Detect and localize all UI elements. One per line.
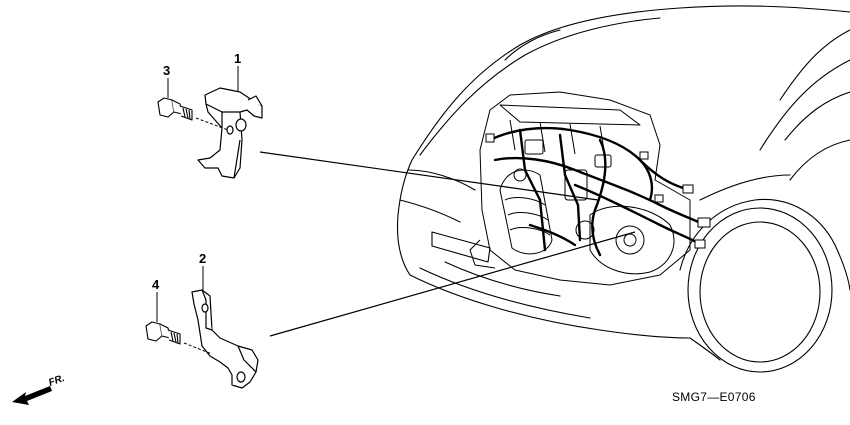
- car-front-outline: [396, 5, 850, 373]
- callout-1: 1: [234, 51, 241, 66]
- harness-connectors: [485, 133, 711, 249]
- part-3-dash: [195, 117, 229, 131]
- diagram-code: SMG7—E0706: [672, 390, 756, 404]
- callout-4: 4: [152, 277, 160, 292]
- leader-lines: [259, 151, 636, 337]
- part-3-bolt: [157, 97, 193, 121]
- part-4-dash: [183, 342, 213, 355]
- engine-assembly: [469, 91, 691, 286]
- part-1-upper-stay: [197, 87, 263, 179]
- leader-line-lower-stay: [269, 231, 636, 337]
- engine-wire-harness: [488, 126, 707, 257]
- callout-3: 3: [163, 63, 170, 78]
- front-direction-label: FR.: [47, 373, 66, 389]
- part-2-lower-stay: [191, 289, 259, 389]
- leader-line-upper-stay: [259, 151, 599, 201]
- callout-2: 2: [199, 251, 206, 266]
- part-4-bolt: [145, 321, 181, 345]
- front-direction-arrow-icon: FR.: [12, 373, 66, 405]
